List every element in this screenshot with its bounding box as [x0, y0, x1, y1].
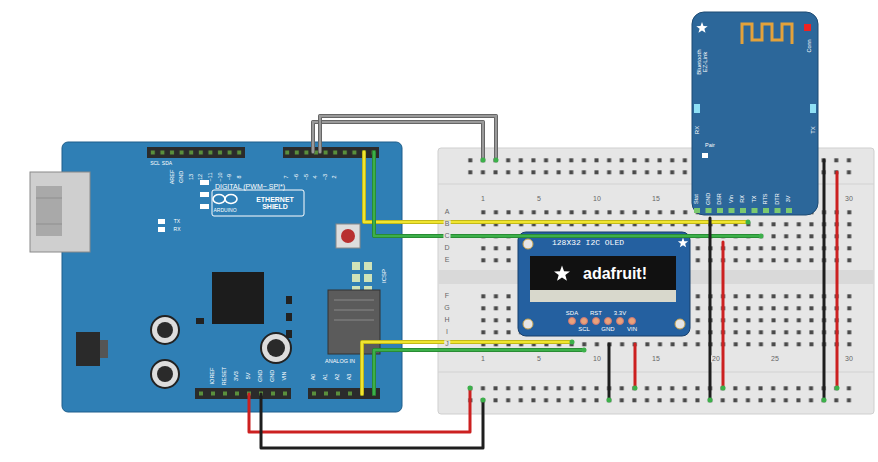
header-label: DIGITAL (PWM~ SPI*) — [215, 183, 285, 190]
pin-label: SCL — [578, 326, 590, 332]
column-number: 5 — [536, 355, 542, 362]
pin-label: 2 — [333, 175, 339, 178]
column-number: 10 — [592, 195, 602, 202]
connection-label: Conn — [807, 39, 813, 52]
pin-label: DTR — [775, 193, 781, 204]
pin-label: ~3 — [323, 174, 329, 180]
pin-label: RTS — [763, 194, 769, 205]
column-number: 10 — [592, 355, 602, 362]
pin-label: A1 — [323, 374, 329, 381]
pin-label: 7 — [285, 175, 291, 178]
column-number: 15 — [651, 355, 661, 362]
pin-label: GND — [179, 171, 185, 183]
oled-board-drawing — [518, 232, 690, 336]
pin-label: RST — [590, 310, 602, 316]
header-label: ICSP — [381, 269, 387, 283]
bluetooth-module-drawing — [692, 12, 818, 215]
pin-label: GND — [706, 193, 712, 205]
row-letter: B — [444, 220, 451, 227]
pin-label: GND — [601, 326, 614, 332]
pin-label: RESET — [222, 367, 228, 385]
pin-label: 3V — [786, 196, 792, 203]
pin-label: TX — [752, 195, 758, 202]
pin-label: VIN — [282, 371, 288, 380]
column-number: 20 — [711, 355, 721, 362]
arduino-board: ARDUINO ETHERNET SHIELD — [62, 142, 402, 412]
logo-text: ARDUINO — [213, 208, 236, 213]
row-letter: C — [443, 232, 450, 239]
led-label: RX — [694, 126, 700, 134]
pin-label: VIN — [627, 326, 637, 332]
pin-label: ~11 — [208, 173, 214, 182]
pin-label: Vin — [729, 195, 735, 203]
column-number: 5 — [536, 195, 542, 202]
pin-label: 3V3 — [234, 371, 240, 381]
pin-label: IOREF — [210, 368, 216, 385]
row-letter: E — [444, 256, 451, 263]
row-letter: F — [444, 292, 450, 299]
pin-label: A2 — [335, 374, 341, 381]
column-number: 25 — [770, 355, 780, 362]
column-number: 1 — [480, 355, 486, 362]
row-letter: I — [445, 328, 449, 335]
bluetooth-module: Bluetooth EZ-Link — [692, 12, 818, 215]
pin-label: SCL — [150, 161, 160, 166]
pin-label: 8 — [237, 175, 243, 178]
row-letter: J — [444, 340, 450, 347]
pin-label: 3.3V — [614, 310, 626, 316]
pin-label: 5V — [246, 373, 252, 380]
column-number: 30 — [844, 195, 854, 202]
arduino-board-drawing — [30, 142, 402, 412]
row-letter: G — [443, 304, 450, 311]
pin-label: GND — [258, 370, 264, 382]
pin-label: RX — [740, 195, 746, 203]
oled-display: 128X32 I2C OLED adafruit! — [518, 232, 690, 336]
pin-label: A3 — [347, 374, 353, 381]
pin-label: 13 — [189, 174, 195, 180]
column-number: 30 — [844, 355, 854, 362]
led-label: RX — [174, 227, 181, 232]
pin-label: ~10 — [218, 172, 224, 181]
pin-label: AREF — [170, 170, 176, 185]
pin-label: ~6 — [294, 174, 300, 180]
column-number: 15 — [651, 195, 661, 202]
button-label: Pair — [705, 143, 715, 149]
wires — [249, 116, 840, 448]
led-label: TX — [174, 219, 180, 224]
row-letter: D — [443, 244, 450, 251]
header-label: ANALOG IN — [325, 359, 355, 365]
pin-label: DSR — [717, 193, 723, 205]
pin-label: A0 — [311, 374, 317, 381]
pin-label: SDA — [162, 161, 172, 166]
pin-label: GND — [270, 370, 276, 382]
display-title: 128X32 I2C OLED — [552, 239, 624, 247]
pin-label: 4 — [313, 175, 319, 178]
pin-label: 12 — [199, 174, 205, 180]
pin-label: ~9 — [227, 174, 233, 180]
module-title: Bluetooth EZ-Link — [696, 45, 709, 79]
pin-label: ~5 — [304, 174, 310, 180]
column-number: 1 — [480, 195, 486, 202]
row-letter: A — [444, 208, 451, 215]
pin-label: Stat — [694, 194, 700, 204]
led-label: TX — [810, 126, 816, 134]
pin-label: SDA — [566, 310, 578, 316]
board-title: ETHERNET SHIELD — [252, 196, 298, 211]
row-letter: H — [443, 316, 450, 323]
screen-logo-text: adafruit! — [583, 266, 647, 283]
